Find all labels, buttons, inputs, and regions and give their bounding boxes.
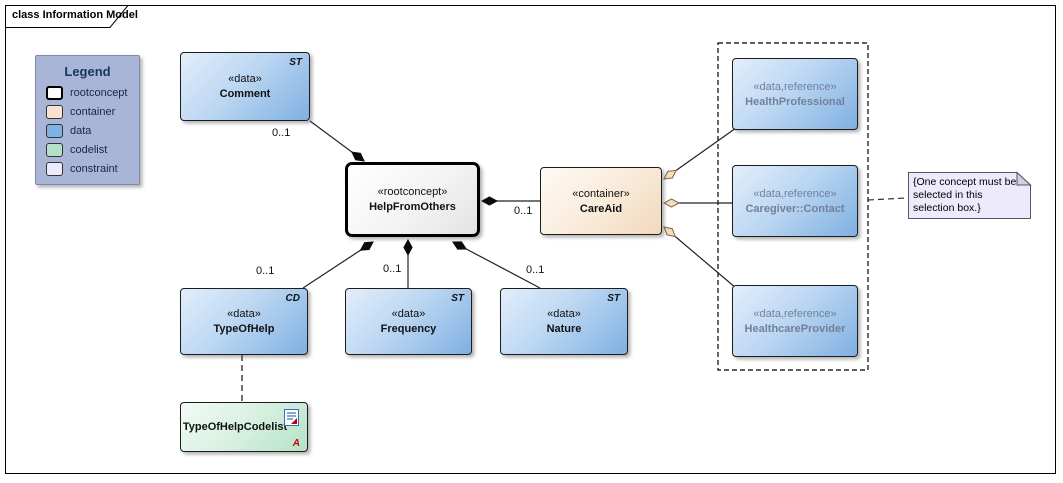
legend-title: Legend [64,64,111,79]
rootconcept-swatch [46,86,63,100]
type-tag: ST [289,57,302,68]
node-name: Comment [219,88,271,100]
legend-label: constraint [70,163,118,175]
node-typeofhelpcodelist[interactable]: TypeOfHelpCodelist A [180,402,308,452]
letter-marker: A [292,438,300,449]
stereotype-label: «data» [228,73,262,85]
stereotype-label: «rootconcept» [377,186,448,198]
stereotype-label: «data» [391,308,426,320]
node-helpfromothers[interactable]: «rootconcept» HelpFromOthers [345,162,480,237]
legend-label: data [70,125,92,137]
constraint-swatch [46,162,63,176]
container-swatch [46,105,63,119]
multiplicity-nature: 0..1 [526,264,545,276]
node-frequency[interactable]: ST «data» Frequency [345,288,472,355]
legend-item-constraint: constraint [46,162,139,176]
node-name: Nature [546,323,582,335]
node-comment[interactable]: ST «data» Comment [180,52,310,121]
node-healthprofessional[interactable]: «data,reference» HealthProfessional [732,58,858,130]
data-swatch [46,124,63,138]
note-fold [1016,171,1032,186]
legend-item-rootconcept: rootconcept [46,86,139,100]
link-comment-helpfromothers [309,120,364,161]
link-nature-helpfromothers [453,242,541,289]
node-name: TypeOfHelpCodelist [182,421,288,433]
legend[interactable]: Legend rootconcept container data codeli… [35,55,140,185]
multiplicity-comment: 0..1 [272,127,291,139]
selection-box [717,42,869,371]
type-tag: CD [285,293,300,304]
constraint-note[interactable]: {One concept must be selected in this se… [913,176,1017,215]
legend-item-data: data [46,124,139,138]
stereotype-label: «data,reference» [753,307,837,320]
link-healthcareprovider-careaid [664,227,737,289]
type-tag: ST [607,293,620,304]
stereotype-label: «container» [572,187,630,200]
stereotype-label: «data» [547,308,581,320]
legend-label: rootconcept [70,87,128,99]
codelist-document-icon [284,409,299,431]
node-nature[interactable]: ST «data» Nature [500,288,628,355]
stereotype-label: «data» [227,308,261,320]
diagram-tab [5,5,130,28]
stereotype-label: «data,reference» [753,187,837,200]
link-healthprofessional-careaid [664,127,737,179]
node-caregivercontact[interactable]: «data,reference» Caregiver::Contact [732,165,858,237]
multiplicity-careaid: 0..1 [514,205,533,217]
node-name: HealthcareProvider [744,322,846,335]
node-careaid[interactable]: «container» CareAid [540,167,662,235]
diagram-frame [5,5,1056,474]
legend-item-container: container [46,105,139,119]
legend-label: container [70,106,116,118]
legend-label: codelist [70,144,108,156]
node-healthcareprovider[interactable]: «data,reference» HealthcareProvider [732,285,858,357]
type-tag: ST [451,293,464,304]
node-name: CareAid [579,202,623,215]
codelist-swatch [46,143,63,157]
legend-item-codelist: codelist [46,143,139,157]
stereotype-label: «data,reference» [753,80,837,93]
note-shape [908,172,1031,219]
node-name: Frequency [380,323,437,335]
multiplicity-frequency: 0..1 [383,263,402,275]
diagram-title: class Information Model [12,9,138,21]
node-name: Caregiver::Contact [745,202,845,215]
multiplicity-typeofhelp: 0..1 [256,265,275,277]
node-typeofhelp[interactable]: CD «data» TypeOfHelp [180,288,308,355]
node-name: HealthProfessional [745,95,845,108]
link-typeofhelp-helpfromothers [302,242,373,289]
node-name: HelpFromOthers [369,201,456,213]
link-note-selectionbox [867,197,907,201]
node-name: TypeOfHelp [213,323,275,335]
